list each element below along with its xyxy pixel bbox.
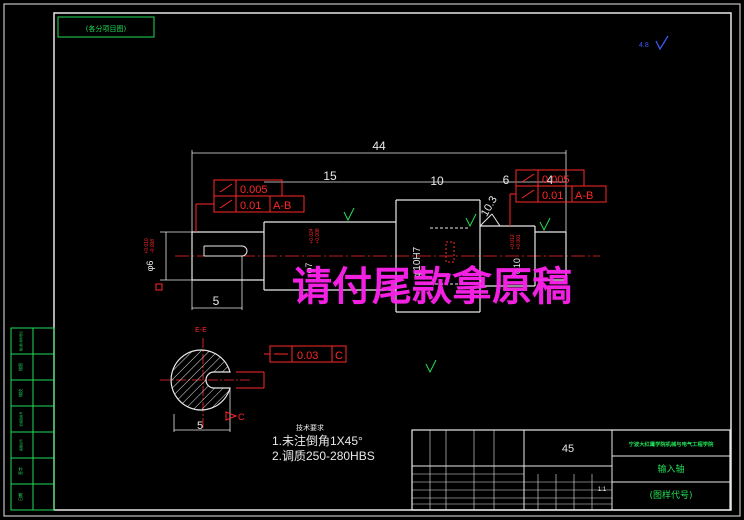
total-runout-icon [521, 189, 535, 199]
datum-b-marker [445, 241, 455, 263]
side-label-1: 描图 [17, 363, 23, 371]
datum-c-flag-icon [225, 411, 238, 421]
circular-runout-icon [219, 183, 233, 193]
roughness-mark-icon [343, 207, 355, 222]
inner-frame [53, 12, 732, 511]
outer-frame [3, 3, 741, 517]
datum-c-label: C [238, 412, 245, 422]
gdt-right-r2-ref: A-B [575, 190, 593, 202]
side-label-4: 底图总号 [18, 439, 23, 451]
tol-right-upper: +0.012 [510, 234, 516, 250]
side-label-5: 签字 [17, 467, 23, 475]
gdt-right-r1-val: 0.005 [542, 174, 570, 186]
dim-left-dia[interactable]: φ6 [145, 261, 155, 272]
tol-left-lower: -0.008 [150, 239, 156, 253]
dim-bore[interactable]: φ10H7 [412, 246, 423, 277]
side-label-6: 日期 [17, 493, 23, 501]
keyway-slot [204, 245, 248, 257]
dim-right-dia[interactable]: φ10 [512, 258, 522, 274]
tol-left-upper: +0.010 [144, 238, 150, 254]
section-view[interactable]: E-E 5 0.03 C C [160, 327, 347, 432]
school-label: 宁波大红鹰学院机械与电气工程学院 [629, 440, 714, 448]
roughness-symbol-icon [655, 35, 669, 51]
part-name-label: 输入轴 [657, 463, 684, 475]
gdt-left-r2-val: 0.01 [240, 200, 261, 212]
top-label-box [57, 16, 155, 38]
gdt-section-val: 0.03 [297, 350, 318, 362]
title-block[interactable]: 45 宁波大红鹰学院机械与电气工程学院 输入轴 (图样代号) 1:1 [411, 429, 731, 511]
total-runout-icon [219, 199, 233, 209]
gdt-right-r2-val: 0.01 [542, 190, 563, 202]
dim-section-width: 5 [197, 420, 203, 432]
section-label: E-E [195, 327, 207, 334]
tol-mid-upper: +0.024 [309, 228, 315, 244]
notes-line1: 1.未注倒角1X45° [272, 433, 363, 448]
scale-label: 1:1 [598, 487, 607, 493]
roughness-mark-icon [465, 213, 477, 228]
drawing-code-label: (图样代号) [649, 489, 692, 501]
tol-mid-lower: +0.008 [315, 228, 321, 244]
shaft-main-view[interactable] [175, 199, 600, 313]
roughness-note: 4.8 [639, 42, 649, 49]
side-label-0: 借(通)用件登记 [18, 331, 23, 351]
tech-notes: 技术要求 1.未注倒角1X45° 2.调质250-280HBS [272, 423, 375, 463]
side-label-2: 描校 [17, 389, 23, 397]
dim-6[interactable]: 6 [503, 173, 510, 187]
dim-chamfer[interactable]: 10.3 [479, 194, 500, 219]
gdt-right[interactable]: 0.005 0.01 A-B [509, 169, 607, 226]
dim-10[interactable]: 10 [430, 174, 444, 188]
gdt-left-r1-val: 0.005 [240, 184, 268, 196]
circular-runout-icon [521, 173, 535, 183]
gdt-left[interactable]: 0.005 0.01 A-B [195, 179, 305, 232]
notes-title: 技术要求 [296, 423, 324, 432]
dim-15[interactable]: 15 [323, 169, 337, 183]
dim-5[interactable]: 5 [213, 294, 220, 308]
material-label: 45 [562, 443, 574, 455]
side-table: 借(通)用件登记 描图 描校 旧底图总号 底图总号 签字 日期 [10, 327, 55, 511]
roughness-mark-icon [425, 359, 437, 374]
watermark-text: 请付尾款拿原稿 [292, 263, 572, 310]
roughness-mark-icon [539, 217, 551, 232]
dim-4[interactable]: 4 [547, 173, 554, 187]
gdt-section-ref: C [335, 350, 343, 362]
section-hatch [170, 349, 231, 411]
side-label-3: 旧底图总号 [18, 411, 23, 426]
dim-dia-7[interactable]: φ7 [304, 263, 314, 274]
dim-overall[interactable]: 44 [372, 139, 386, 153]
dimension-lines [160, 150, 567, 310]
notes-line2: 2.调质250-280HBS [272, 449, 375, 463]
tol-right-lower: +0.001 [516, 234, 522, 250]
gdt-left-r2-ref: A-B [273, 200, 291, 212]
top-label: (各分项目图) [86, 24, 127, 33]
datum-a-marker [155, 283, 163, 291]
